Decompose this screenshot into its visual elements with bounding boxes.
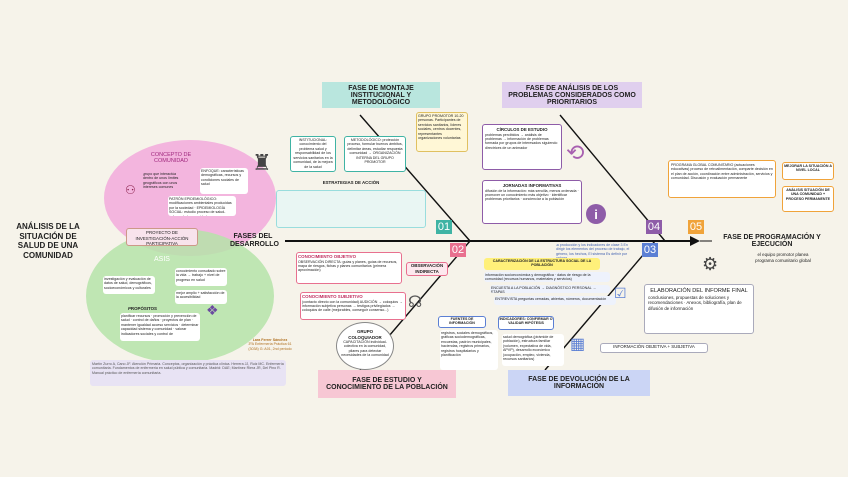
author-name: Lara Ferrer Sánchez — [252, 338, 288, 342]
phase-title-p04: FASE DE ANÁLISIS DE LOS PROBLEMAS CONSID… — [502, 82, 642, 108]
p02-grupo-coloquio-text: CAPACITACIÓN individual-colectiva en la … — [341, 340, 389, 358]
p03-elaboracion: ELABORACIÓN DEL INFORME FINAL conclusion… — [644, 284, 754, 334]
proyecto-box: PROYECTO DE INVESTIGACIÓN-ACCIÓN PARTICI… — [126, 228, 198, 246]
asis-conocimiento: conocimiento consultado sobre la vida → … — [175, 268, 227, 286]
gears-icon: ⚙ — [702, 254, 719, 274]
references-box: Martín Zurro A, Cano JF. Atención Primar… — [90, 360, 286, 386]
p03-caract-text: información socioeconómica y demográfica… — [484, 272, 610, 282]
p02-conocimiento-objetivo: CONOCIMIENTO OBJETIVO — [298, 254, 356, 259]
phase-title-p01: FASE DE MONTAJE INSTITUCIONAL Y METODOLÓ… — [322, 82, 440, 108]
p03-caracterizacion: CARACTERIZACIÓN DE LA ESTRUCTURA SOCIAL … — [484, 258, 600, 270]
p05-analisis: ANÁLISIS SITUACIÓN DE UNA COMUNIDAD + PR… — [782, 186, 834, 212]
p01-estrategias: ESTRATEGIAS DE ACCIÓN — [322, 180, 380, 185]
p02-conocimiento-subjetivo: CONOCIMIENTO SUBJETIVO — [302, 294, 363, 299]
p02-objetivo-box: CONOCIMIENTO OBJETIVO OBSERVACIÓN DIRECT… — [296, 252, 402, 284]
spine-arrowhead — [690, 236, 700, 246]
worker-icon: ♜ — [252, 150, 272, 175]
p03-entrevista: ENTREVISTA preguntas cerradas, abiertas,… — [494, 296, 616, 305]
p02-subjetivo-text: (contacto directo con la comunidad) AUDI… — [302, 299, 403, 313]
cycle-icon: ⟲ — [566, 140, 585, 165]
p04-jornadas: JORNADAS INFORMATIVAS difusión de la inf… — [482, 180, 582, 224]
phase-title-p02: FASE DE ESTUDIO Y CONOCIMIENTO DE LA POB… — [318, 370, 456, 398]
checklist-icon: ☑ — [614, 285, 627, 301]
p02-subjetivo-box: CONOCIMIENTO SUBJETIVO (contacto directo… — [300, 292, 406, 320]
p04-circulos: CÍRCULOS DE ESTUDIO problemas percibidos… — [482, 124, 562, 170]
p04-jornadas-text: difusión de la información: más sencilla… — [485, 188, 579, 202]
asis-investigacion: investigación y evaluación de datos de s… — [103, 276, 155, 294]
author-box: Lara Ferrer Sánchez 3ºA Enfermería Práct… — [248, 338, 292, 372]
p02-obs-indirecta: OBSERVACIÓN INDIRECTA — [406, 262, 448, 276]
phase-num-p05: 05 — [688, 220, 704, 234]
phase-num-p02: 02 — [450, 243, 466, 257]
phase-title-p05: FASE DE PROGRAMACIÓN Y EJECUCIÓN — [723, 234, 821, 248]
p01-institucional: INSTITUCIONAL: conocimiento del problema… — [290, 136, 336, 172]
p03-elaboracion-text: conclusiones, propuestas de soluciones y… — [648, 294, 742, 311]
propositos-list: planificar recursos · promoción y preven… — [120, 313, 200, 341]
p05-mejorar: MEJORAR LA SITUACIÓN A NIVEL LOCAL — [782, 162, 834, 180]
fases-label: FASES DEL DESARROLLO — [230, 233, 279, 249]
chart-icon: ▦ — [570, 336, 586, 353]
asis-mejor: mejor amplio + satisfacción de la accesi… — [175, 290, 227, 304]
p01-grupo-promotor: GRUPO PROMOTOR 10-20 personas. Participa… — [416, 112, 468, 152]
p03-elaboracion-title: ELABORACIÓN DEL INFORME FINAL — [650, 288, 748, 294]
concepto-enfoque: ENFOQUE: características demográficas, r… — [200, 168, 248, 194]
phase-num-p01: 01 — [436, 220, 452, 234]
phase-title-p03: FASE DE DEVOLUCIÓN DE LA INFORMACIÓN — [508, 370, 650, 396]
p01-metodologico: METODOLÓGICO: protección proceso, formul… — [344, 136, 406, 172]
phase-num-p03: 03 — [642, 243, 658, 257]
p05-programa: PROGRAMA GLOBAL COMUNITARIO (actuaciones… — [668, 160, 776, 198]
p03-fuentes-title: FUENTES DE INFORMACIÓN — [438, 316, 486, 328]
info-icon: i — [586, 204, 606, 224]
p03-indicadores-text: salud demográfica (pirámide de población… — [502, 334, 564, 366]
phase-num-p04: 04 — [646, 220, 662, 234]
concepto-grupo: grupo que interactúa dentro de unos lími… — [143, 172, 179, 190]
p02-obs-directa: OBSERVACIÓN DIRECTA: guías y planes, guí… — [298, 259, 398, 273]
p02-grupo-coloquio-title: GRUPO COLOQUIADOR — [348, 329, 382, 340]
p04-circulos-text: problemas percibidos → análisis de probl… — [485, 132, 558, 150]
p04-circulos-title: CÍRCULOS DE ESTUDIO — [496, 127, 548, 132]
p01-estrategias-cards — [276, 190, 426, 228]
pills-icon: ❖ — [206, 302, 219, 318]
main-title: ANÁLISIS DE LA SITUACIÓN DE SALUD DE UNA… — [16, 222, 80, 260]
p03-info-objetiva: INFORMACIÓN OBJETIVA + SUBJETIVA — [600, 343, 708, 353]
concepto-label: CONCEPTO DE COMUNIDAD — [150, 152, 192, 164]
p03-encuesta: ENCUESTA A LA POBLACIÓN → DIAGNÓSTICO PE… — [490, 285, 610, 293]
p05-equipo: el equipo promotor planea programa comun… — [755, 252, 811, 263]
p03-indicadores-title: INDICADORES: CONFIRMAR O VALIDAR HIPÓTES… — [498, 316, 554, 330]
concepto-patron: PATRÓN EPIDEMIOLÓGICO: modificaciones am… — [168, 196, 236, 216]
people-icon: ⚇ — [125, 183, 136, 197]
propositos-title: PROPÓSITOS — [128, 306, 157, 311]
author-course: 3ºA Enfermería Práctica 61 (3038) G: A01… — [248, 342, 292, 351]
asis-label: ASIS — [154, 256, 170, 263]
p03-fuentes-text: registros, sociales demográficos, gráfic… — [440, 330, 498, 370]
ear-icon: ☊ — [408, 294, 423, 311]
p02-grupo-coloquio: GRUPO COLOQUIADOR CAPACITACIÓN individua… — [336, 322, 394, 370]
p04-jornadas-title: JORNADAS INFORMATIVAS — [502, 183, 562, 188]
